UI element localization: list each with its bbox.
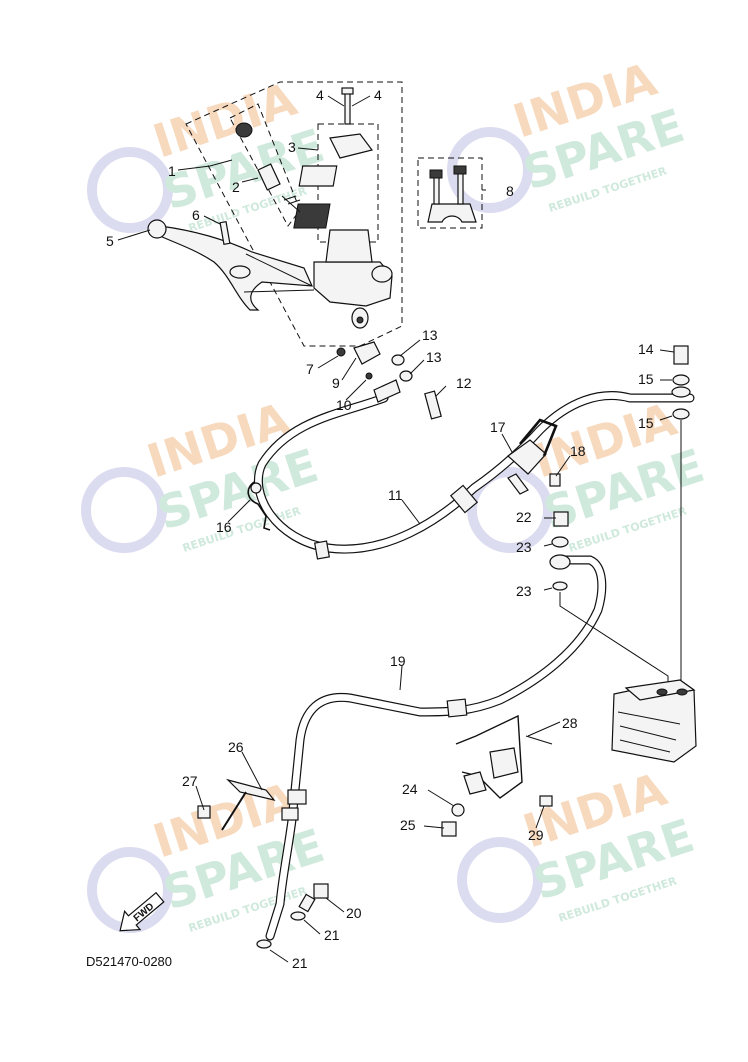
callout-label: 15 (638, 415, 654, 431)
callout-label: 2 (232, 179, 240, 195)
diagram-code: D521470-0280 (86, 954, 172, 969)
callout-label: 18 (570, 443, 586, 459)
callout-label: 23 (516, 583, 532, 599)
callout-label: 14 (638, 341, 654, 357)
callout-label: 13 (426, 349, 442, 365)
callout-label: 4 (374, 87, 382, 103)
brake-hose-11 (227, 345, 695, 688)
callout-label: 28 (562, 715, 578, 731)
callout-label: 12 (456, 375, 472, 391)
callout-label: 20 (346, 905, 362, 921)
callout-labels: 1 2 3 4 4 5 6 7 8 9 10 11 12 13 13 14 15… (106, 87, 654, 971)
callout-label: 22 (516, 509, 532, 525)
watermark-wrench-icon (87, 147, 173, 233)
callout-label: 17 (490, 419, 506, 435)
callout-label: 3 (288, 139, 296, 155)
callout-label: 11 (388, 487, 403, 503)
watermark-wrench-icon (81, 467, 167, 553)
callout-label: 27 (182, 773, 198, 789)
callout-label: 21 (324, 927, 340, 943)
callout-label: 19 (390, 653, 406, 669)
callout-label: 25 (400, 817, 416, 833)
callout-label: 5 (106, 233, 114, 249)
master-cylinder-assembly (117, 87, 486, 420)
watermark-wrench-icon (467, 467, 553, 553)
callout-label: 13 (422, 327, 438, 343)
callout-label: 15 (638, 371, 654, 387)
callout-label: 8 (506, 183, 514, 199)
callout-label: 7 (306, 361, 314, 377)
callout-label: 21 (292, 955, 308, 971)
callout-label: 6 (192, 207, 200, 223)
callout-label: 24 (402, 781, 418, 797)
callout-label: 29 (528, 827, 544, 843)
callout-label: 10 (336, 397, 352, 413)
callout-label: 23 (516, 539, 532, 555)
watermark-wrench-icon (447, 127, 533, 213)
watermark-wrench-icon (457, 837, 543, 923)
callout-label: 1 (168, 163, 176, 179)
callout-label: 9 (332, 375, 340, 391)
brake-hose-19 (195, 511, 697, 963)
callout-label: 26 (228, 739, 244, 755)
callout-label: 16 (216, 519, 232, 535)
callout-label: 4 (316, 87, 324, 103)
